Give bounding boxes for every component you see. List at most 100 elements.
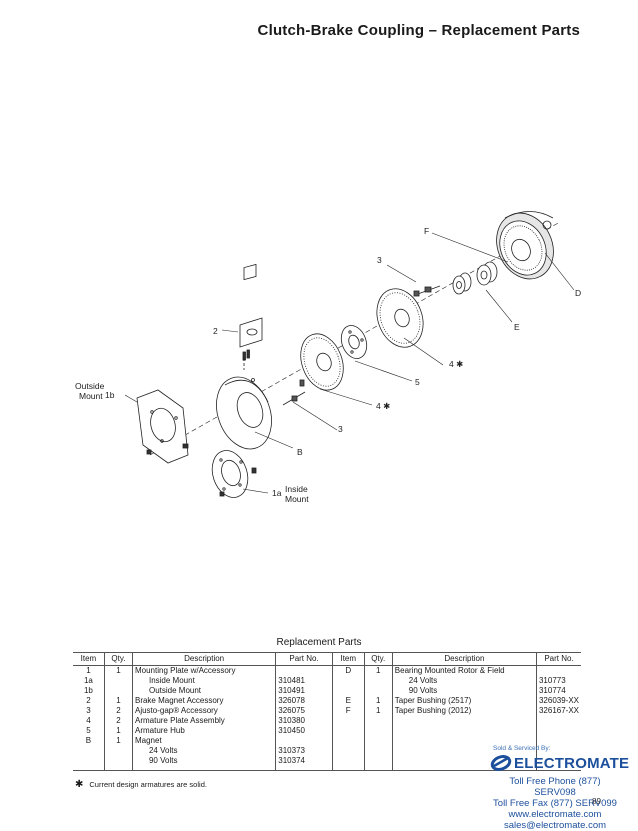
cell-qty [364,676,393,686]
cell-item [332,746,365,756]
cell-item [332,686,365,696]
callout-F: F [424,226,429,236]
cell-qty: 1 [364,696,393,706]
cell-item [332,716,365,726]
cell-item: 1b [73,686,105,696]
cell-item [332,676,365,686]
cell-part-no [536,716,581,726]
footnote: ✱Current design armatures are solid. [75,779,207,790]
cell-part-no: 310481 [275,676,333,686]
header-description: Description [132,652,277,666]
footnote-symbol: ✱ [75,779,84,790]
header-item-2: Item [332,652,365,666]
brake-magnet-accessory-2 [239,263,263,370]
cell-qty: 1 [364,706,393,716]
cell-qty [364,746,393,756]
cell-description [392,736,537,746]
cell-item: D [332,665,365,676]
cell-part-no: 310773 [538,676,566,685]
cell-item [332,756,365,771]
exploded-parts-diagram: F 3 D E 2 4 ✱ 5 4 ✱ 3 B Outside Mount 1b… [75,211,581,504]
cell-qty [364,686,393,696]
cell-qty [364,726,393,736]
cell-description: Brake Magnet Accessory [132,696,277,706]
toll-free-phone: Toll Free Phone (877) SERV098 [509,776,601,798]
cell-item: 4 [73,716,105,726]
magnet-B [216,376,272,450]
cell-description: Taper Bushing (2517) [392,696,537,706]
cell-description: Armature Plate Assembly [132,716,277,726]
header-qty: Qty. [104,652,133,666]
taper-bushing-F [452,272,472,295]
cell-item [73,756,105,771]
cell-qty: 1 [364,665,393,676]
cell-qty: 2 [104,716,133,726]
cell-description [392,716,537,726]
rotor-field-D [496,211,554,280]
cell-description: Taper Bushing (2012) [392,706,537,716]
replacement-parts-table: Item Qty. Description Part No. Item Qty.… [73,652,581,771]
callout-1b: 1b [105,390,115,400]
cell-description [392,726,537,736]
cell-description: Mounting Plate w/Accessory [132,665,277,676]
callout-5: 5 [415,377,420,387]
armature-plate-assembly-top [376,288,424,348]
mounting-plate-outside-1b [136,389,189,464]
header-part-no-2: Part No. [536,652,581,666]
cell-part-no [275,736,333,746]
cell-part-no: 326078 [275,696,333,706]
page-number: 89 [592,797,601,806]
callout-3-mid: 3 [338,424,343,434]
cell-part-no: 310380 [275,716,333,726]
cell-item: 2 [73,696,105,706]
cell-part-no: 326167-XX [538,706,579,715]
cell-part-no [536,726,581,736]
cell-qty [364,736,393,746]
cell-item: B [73,736,105,746]
sold-by-label: Sold & Serviced By: [493,745,551,752]
cell-qty: 1 [104,726,133,736]
cell-part-no [275,665,333,676]
cell-description: Inside Mount [132,676,277,686]
cell-description: Magnet [132,736,277,746]
callout-D: D [575,288,581,298]
cell-description [392,746,537,756]
table-header-row: Item Qty. Description Part No. Item Qty.… [73,652,581,666]
callout-3-top: 3 [377,255,382,265]
cell-description: Armature Hub [132,726,277,736]
cell-qty [104,756,133,771]
cell-part-no: 310373 [275,746,333,756]
cell-part-no: 310491 [275,686,333,696]
header-item: Item [73,652,105,666]
callout-inside-mount-2: Mount [285,494,309,504]
cell-part-no: 326075 [275,706,333,716]
website-link[interactable]: www.electromate.com [508,809,602,820]
cell-description: 24 Volts [132,746,277,756]
adjusto-gap-screws-mid [282,379,306,406]
cell-item: F [332,706,365,716]
cell-part-no: 310774 [538,686,566,695]
cell-qty [104,676,133,686]
cell-description: Outside Mount [132,686,277,696]
electromate-logo: ELECTROMATE [490,753,629,773]
cell-part-no: 326039-XX [538,696,579,705]
cell-qty [364,756,393,771]
header-qty-2: Qty. [364,652,393,666]
cell-part-no: 310450 [275,726,333,736]
cell-description: 90 Volts [132,756,277,771]
callout-1a: 1a [272,488,282,498]
cell-qty: 1 [104,736,133,746]
cell-description: Ajusto-gap® Accessory [132,706,277,716]
callout-inside-mount-1: Inside [285,484,308,494]
electromate-swoosh-icon [490,755,512,771]
cell-item [332,736,365,746]
armature-plate-assembly-mid [300,333,344,391]
cell-qty [104,746,133,756]
